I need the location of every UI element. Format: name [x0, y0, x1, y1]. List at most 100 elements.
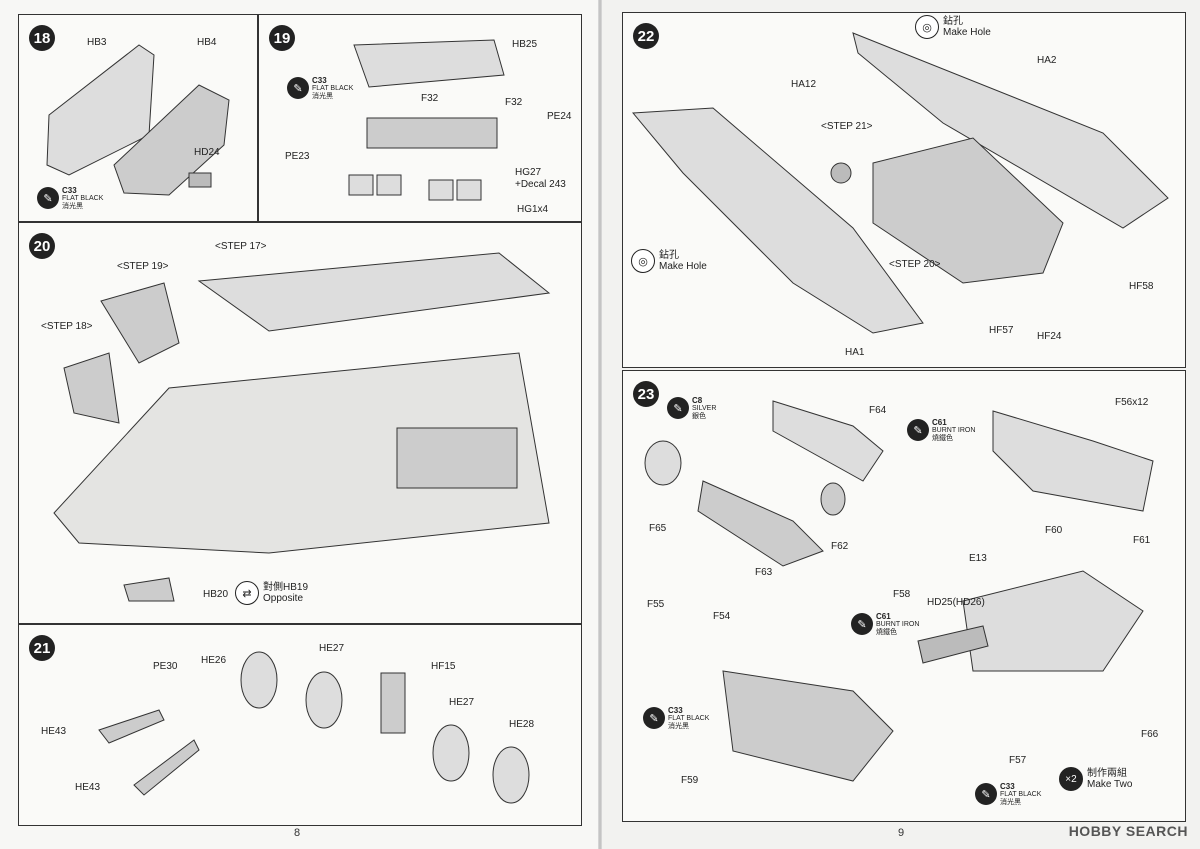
- part-label: PE24: [547, 111, 572, 122]
- step-number: 20: [29, 233, 55, 259]
- step-number: 19: [269, 25, 295, 51]
- brush-icon: ✎: [37, 187, 59, 209]
- step-23-illustration: [644, 400, 1154, 782]
- step-number: 22: [633, 23, 659, 49]
- paint-name-cn: 燒鐵色: [876, 629, 897, 636]
- brush-icon: ✎: [287, 77, 309, 99]
- paint-name: FLAT BLACK: [1000, 791, 1042, 798]
- part-label: F64: [869, 405, 887, 416]
- part-label: +Decal 243: [515, 179, 566, 190]
- drill-icon: ◎: [631, 249, 655, 273]
- part-label: F58: [893, 589, 911, 600]
- part-label: F65: [649, 523, 667, 534]
- part-label: HA1: [845, 347, 865, 358]
- brush-icon: ✎: [851, 613, 873, 635]
- part-label: HE27: [449, 697, 475, 708]
- part-label: HE26: [201, 655, 227, 666]
- part-label: HD24: [194, 147, 220, 158]
- watermark-logo: HOBBY SEARCH: [1068, 823, 1188, 839]
- paint-code: C61: [876, 612, 891, 621]
- page-number: 9: [898, 827, 905, 839]
- paint-code: C8: [692, 396, 703, 405]
- paint-name-cn: 燒鐵色: [932, 435, 953, 442]
- step-22-illustration: [631, 32, 1169, 334]
- paint-code: C33: [668, 706, 683, 715]
- step-21-panel: 21 PE30 HE26 HE27 HF15 HE43 HE27 HE28 HE…: [18, 624, 582, 826]
- hole-cn: 鉆孔: [943, 16, 963, 27]
- step-number: 21: [29, 635, 55, 661]
- part-label: F60: [1045, 525, 1063, 536]
- paint-name: BURNT IRON: [876, 621, 920, 628]
- part-label: F66: [1141, 729, 1159, 740]
- brush-icon: ✎: [975, 783, 997, 805]
- paint-name: FLAT BLACK: [668, 715, 710, 722]
- step-number: 18: [29, 25, 55, 51]
- part-label: HE28: [509, 719, 535, 730]
- drill-icon: ◎: [915, 15, 939, 39]
- paint-name: BURNT IRON: [932, 427, 976, 434]
- page-number: 8: [294, 827, 301, 839]
- part-label: HF57: [989, 325, 1014, 336]
- opposite-cn: 對側HB19: [263, 582, 309, 593]
- paint-code: C33: [312, 76, 327, 85]
- part-label: HB4: [197, 37, 217, 48]
- part-label: HE43: [75, 782, 101, 793]
- opposite-en: Opposite: [263, 593, 304, 604]
- book-spine: [598, 0, 602, 849]
- make-two-cn: 制作兩組: [1087, 768, 1127, 779]
- part-label: PE30: [153, 661, 178, 672]
- step-20-panel: 20 <STEP 17> <STEP 19> <STEP 18> HB20 ⇄ …: [18, 222, 582, 624]
- paint-code: C33: [1000, 782, 1015, 791]
- step-number: 23: [633, 381, 659, 407]
- step-18-illustration: [46, 44, 230, 196]
- part-label: F54: [713, 611, 731, 622]
- part-label: F56x12: [1115, 397, 1149, 408]
- part-label: HB3: [87, 37, 107, 48]
- step-ref: <STEP 17>: [215, 241, 267, 252]
- part-label: F55: [647, 599, 665, 610]
- paint-name-cn: 銀色: [692, 413, 706, 420]
- part-label: F59: [681, 775, 699, 786]
- part-label: HG1x4: [517, 204, 549, 215]
- step-ref: <STEP 21>: [821, 121, 873, 132]
- step-ref: <STEP 18>: [41, 321, 93, 332]
- step-ref: <STEP 20>: [889, 259, 941, 270]
- paint-name-cn: 消光黑: [62, 203, 83, 210]
- part-label: HE43: [41, 726, 67, 737]
- hole-cn: 鉆孔: [659, 250, 679, 261]
- paint-name-cn: 消光黑: [312, 93, 333, 100]
- paint-name: SILVER: [692, 405, 717, 412]
- part-label: F61: [1133, 535, 1151, 546]
- brush-icon: ✎: [667, 397, 689, 419]
- swap-arrows-icon: ⇄: [235, 581, 259, 605]
- step-20-illustration: [53, 252, 551, 602]
- quantity-badge: ×2: [1059, 767, 1083, 791]
- part-label: HF24: [1037, 331, 1062, 342]
- brush-icon: ✎: [643, 707, 665, 729]
- part-label: E13: [969, 553, 987, 564]
- part-label: PE23: [285, 151, 310, 162]
- paint-name-cn: 消光黑: [668, 723, 689, 730]
- part-label: HG27: [515, 167, 542, 178]
- paint-name: FLAT BLACK: [62, 195, 104, 202]
- paint-name: FLAT BLACK: [312, 85, 354, 92]
- part-label: F32: [505, 97, 523, 108]
- part-label: HF58: [1129, 281, 1154, 292]
- part-label: HB25: [512, 39, 538, 50]
- part-label: F62: [831, 541, 849, 552]
- part-label: F32: [421, 93, 439, 104]
- part-label: HB20: [203, 589, 229, 600]
